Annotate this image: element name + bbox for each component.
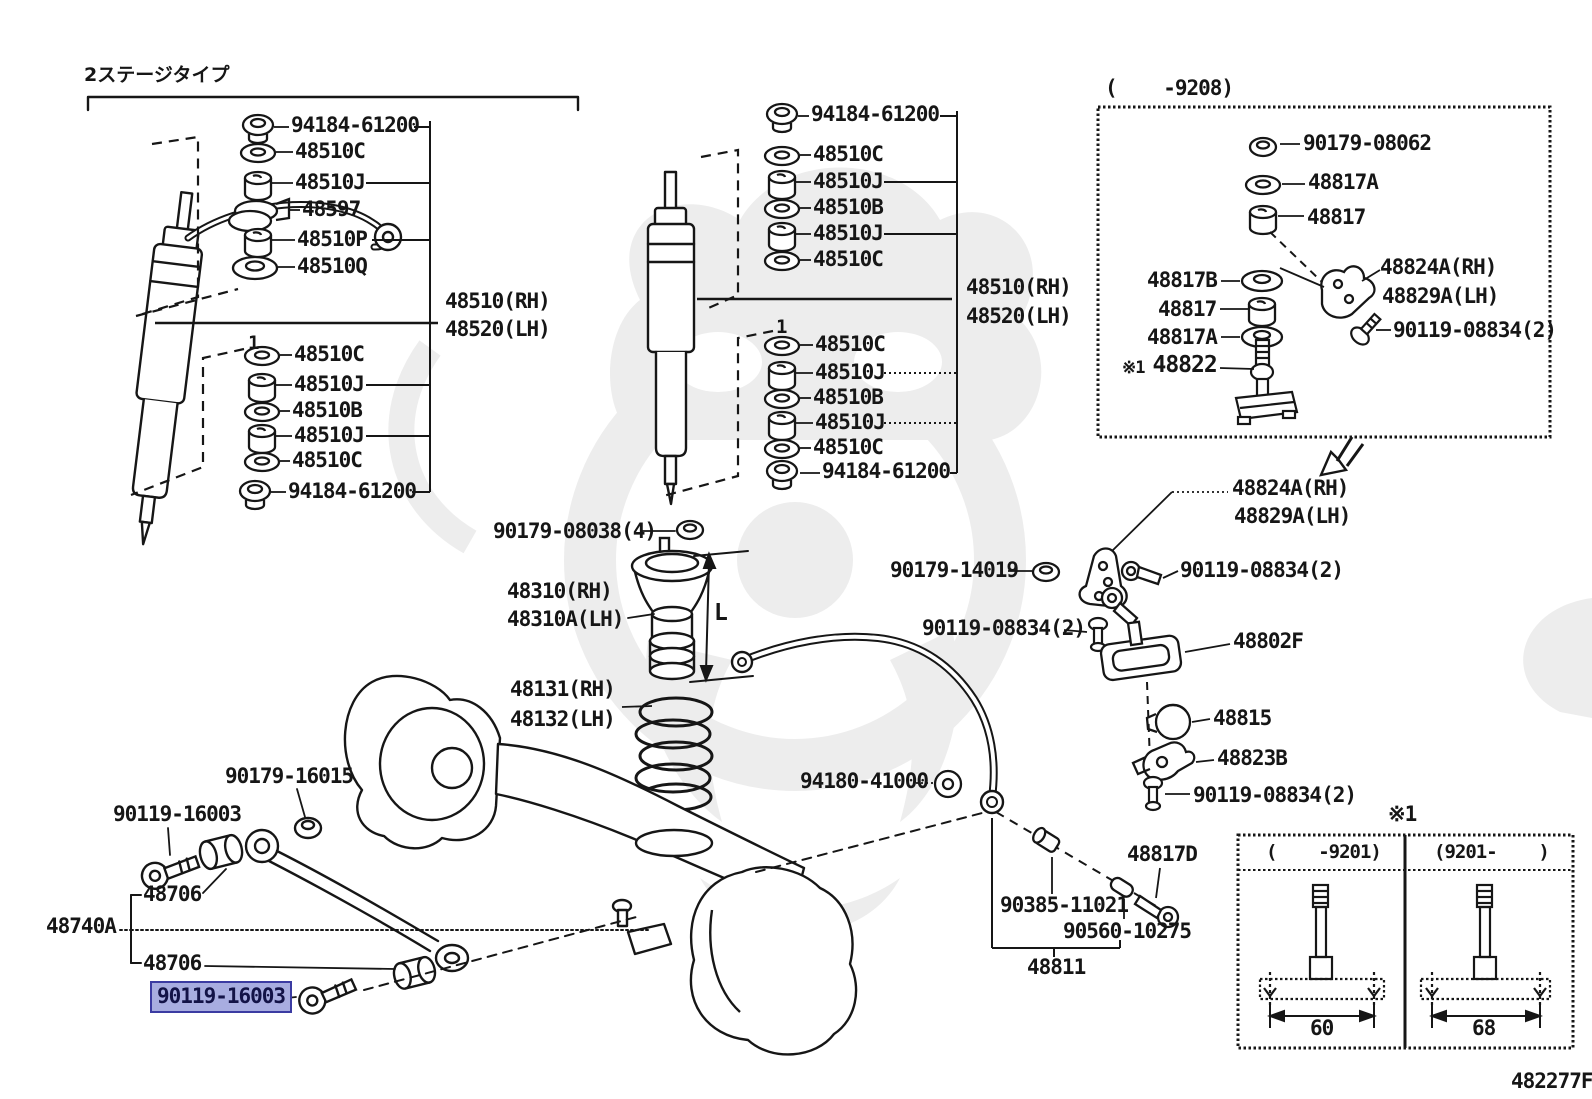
part-label[interactable]: 48310(RH): [507, 579, 613, 603]
inset-bracket-drawing: [1320, 265, 1376, 319]
part-label[interactable]: 48824A(RH): [1232, 476, 1349, 500]
table-column-header: (9201- ): [1434, 841, 1550, 863]
part-label[interactable]: 48510J: [295, 170, 366, 194]
part-label[interactable]: 48811: [1027, 955, 1086, 979]
part-label[interactable]: 48520(LH): [966, 304, 1072, 328]
part-label[interactable]: 48706: [143, 882, 202, 906]
center-dashed-boxes: [662, 148, 774, 498]
part-label[interactable]: 48310A(LH): [507, 607, 624, 631]
center-part-icons: [763, 102, 820, 491]
part-label[interactable]: 48510B: [292, 398, 363, 422]
down-left-arrow-icon: [1318, 436, 1365, 477]
left-label-bracket: [155, 121, 438, 493]
stabilizer-bar-drawing: [730, 632, 1005, 815]
part-label[interactable]: 48510C: [813, 435, 884, 459]
part-label[interactable]: 48510J: [813, 169, 884, 193]
left-shock-drawing: [86, 95, 580, 546]
part-label-selected[interactable]: 90119-16003: [150, 981, 293, 1013]
part-label[interactable]: 48823B: [1217, 746, 1288, 770]
footnote-marker: ※1: [1388, 802, 1417, 826]
part-label[interactable]: 90119-08834(2): [922, 616, 1086, 640]
part-label[interactable]: 48817B: [1147, 268, 1218, 292]
part-label[interactable]: 94184-61200: [288, 479, 417, 503]
part-label[interactable]: 90179-16015: [225, 764, 354, 788]
stabilizer-link-drawing: [1234, 338, 1299, 426]
dimension-label: L: [714, 600, 728, 626]
part-label[interactable]: 48829A(LH): [1382, 284, 1499, 308]
left-dashed-boxes: [130, 135, 245, 497]
part-label[interactable]: 90119-08834(2): [1180, 558, 1344, 582]
strut-drawing: [627, 519, 754, 683]
part-label[interactable]: 48510C: [295, 139, 366, 163]
part-label[interactable]: 48510C: [813, 142, 884, 166]
table-column-header: ( -9201): [1266, 841, 1382, 863]
inset-date-range: ( -9208): [1105, 76, 1234, 100]
part-label[interactable]: 48817D: [1127, 842, 1198, 866]
part-label-with-note[interactable]: ※1 48822: [1122, 352, 1218, 378]
part-label[interactable]: 48510C: [813, 247, 884, 271]
part-label[interactable]: 48510Q: [297, 254, 368, 278]
two-stage-type-header: 2ステージタイプ: [84, 64, 230, 86]
part-label[interactable]: 48510B: [813, 195, 884, 219]
part-label[interactable]: 48520(LH): [445, 317, 551, 341]
part-label[interactable]: 48802F: [1233, 629, 1304, 653]
part-label[interactable]: 48131(RH): [510, 677, 616, 701]
part-label[interactable]: 48510C: [815, 332, 886, 356]
part-label[interactable]: 48815: [1213, 706, 1272, 730]
part-label[interactable]: 48510C: [294, 342, 365, 366]
part-label[interactable]: 90179-08038(4): [493, 519, 657, 543]
part-label[interactable]: 48597: [302, 197, 361, 221]
part-label[interactable]: 90385-11021: [1000, 893, 1129, 917]
part-label[interactable]: 90179-08062: [1303, 131, 1432, 155]
stabilizer-fittings: [916, 491, 1231, 957]
part-label[interactable]: 48829A(LH): [1234, 504, 1351, 528]
part-label[interactable]: 94184-61200: [822, 459, 951, 483]
part-label[interactable]: 48510J: [294, 423, 365, 447]
part-label[interactable]: 94184-61200: [811, 102, 940, 126]
part-label[interactable]: 48824A(RH): [1380, 255, 1497, 279]
part-label[interactable]: 48510(RH): [445, 289, 551, 313]
left-part-icons: [227, 113, 300, 511]
inset-bolt-drawing: [1350, 312, 1382, 346]
part-label[interactable]: 90119-16003: [113, 802, 242, 826]
part-label[interactable]: 48510B: [813, 385, 884, 409]
part-label[interactable]: 94180-41000: [800, 769, 929, 793]
part-label[interactable]: 48510J: [815, 360, 886, 384]
size-table-drawing: [1236, 833, 1575, 1050]
part-label[interactable]: 48510J: [815, 410, 886, 434]
dimension-value: 68: [1472, 1016, 1496, 1040]
part-label[interactable]: 48510(RH): [966, 275, 1072, 299]
part-label[interactable]: 48740A: [46, 914, 117, 938]
part-label[interactable]: 48132(LH): [510, 707, 616, 731]
part-label[interactable]: 48817: [1307, 205, 1366, 229]
footnote-marker: ※1: [1122, 358, 1146, 378]
part-label[interactable]: 48706: [143, 951, 202, 975]
callout-number: 1: [248, 332, 259, 354]
part-label[interactable]: 48510J: [294, 372, 365, 396]
watermark-graphic: [388, 167, 1592, 934]
part-label[interactable]: 90119-08834(2): [1393, 318, 1557, 342]
part-label[interactable]: 48510P: [297, 227, 368, 251]
inset-box: [1096, 105, 1552, 439]
center-label-bracket: [697, 111, 958, 474]
part-label[interactable]: 48817A: [1308, 170, 1379, 194]
part-label[interactable]: 94184-61200: [291, 113, 420, 137]
axle-housing-drawing: [343, 674, 858, 1056]
part-label[interactable]: 90119-08834(2): [1193, 783, 1357, 807]
figure-code: 482277F: [1511, 1069, 1592, 1093]
part-label[interactable]: 48510C: [292, 448, 363, 472]
part-label[interactable]: 90179-14019: [890, 558, 1019, 582]
part-label[interactable]: 48510J: [813, 221, 884, 245]
part-label[interactable]: 48817: [1158, 297, 1217, 321]
callout-number: 1: [776, 316, 787, 338]
dimension-value: 60: [1310, 1016, 1334, 1040]
lateral-rod-drawing: [119, 788, 987, 1015]
center-shock-drawing: [646, 170, 696, 506]
part-label[interactable]: 90560-10275: [1063, 919, 1192, 943]
part-label[interactable]: 48822: [1152, 352, 1217, 378]
part-label[interactable]: 48817A: [1147, 325, 1218, 349]
